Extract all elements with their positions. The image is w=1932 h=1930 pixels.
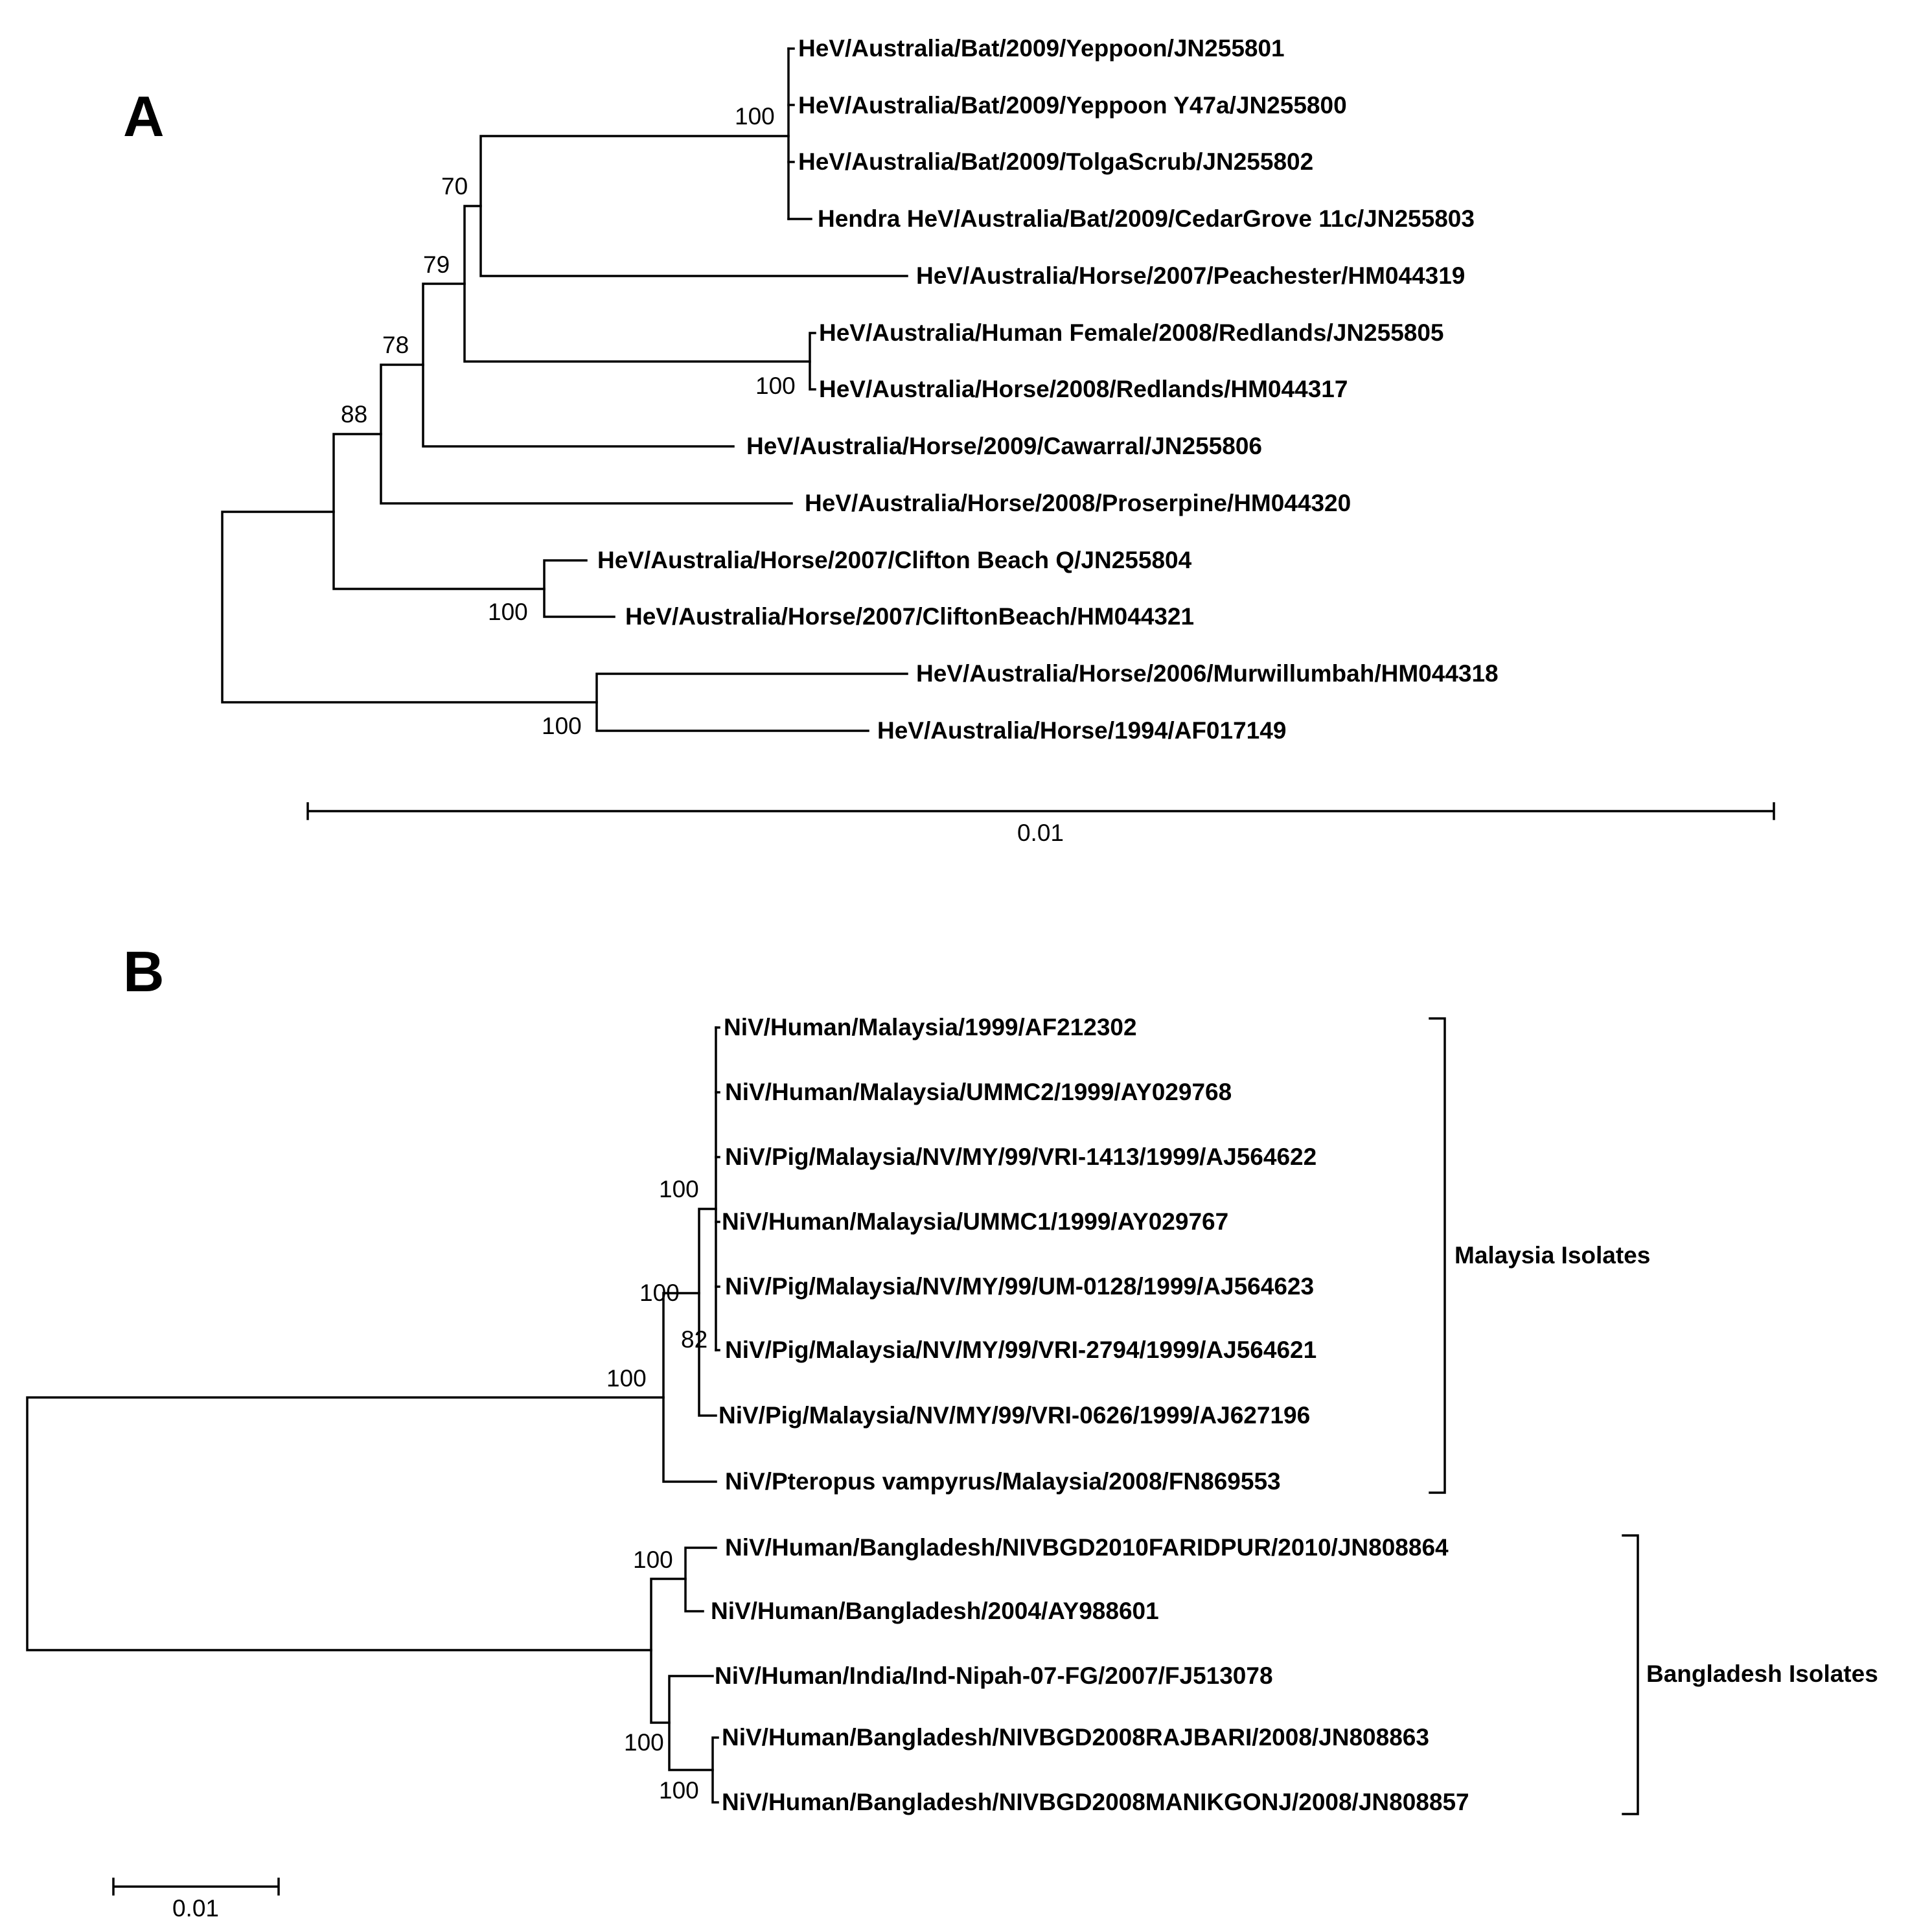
leaf-label: NiV/Human/Malaysia/UMMC2/1999/AY029768	[725, 1079, 1232, 1105]
leaf-label: NiV/Pig/Malaysia/NV/MY/99/VRI-0626/1999/…	[719, 1402, 1310, 1429]
group-label: Malaysia Isolates	[1455, 1242, 1650, 1269]
leaf-label: HeV/Australia/Horse/2006/Murwillumbah/HM…	[916, 660, 1499, 687]
bootstrap-value: 100	[735, 103, 775, 130]
branch	[715, 1026, 720, 1351]
panel-b-leaf-labels: NiV/Human/Malaysia/1999/AF212302 NiV/Hum…	[711, 1014, 1469, 1815]
group-label: Bangladesh Isolates	[1646, 1660, 1878, 1687]
leaf-label: NiV/Human/Bangladesh/NIVBGD2008RAJBARI/2…	[722, 1724, 1429, 1751]
leaf-label: NiV/Human/Bangladesh/NIVBGD2010FARIDPUR/…	[725, 1534, 1449, 1561]
panel-a-scale-bar: 0.01	[306, 802, 1775, 846]
panel-a-tree-branches	[221, 47, 908, 732]
leaf-label: HeV/Australia/Bat/2009/Yeppoon/JN255801	[798, 35, 1285, 62]
bootstrap-value: 100	[488, 599, 528, 625]
branch	[422, 282, 735, 448]
leaf-label: NiV/Pig/Malaysia/NV/MY/99/VRI-1413/1999/…	[725, 1143, 1317, 1170]
panel-a: A HeV/Australia/Bat/2009/Yeppoon/JN25580…	[123, 35, 1775, 846]
branch	[662, 1292, 717, 1483]
bootstrap-value: 100	[606, 1365, 647, 1392]
leaf-label: HeV/Australia/Horse/1994/AF017149	[877, 717, 1286, 744]
clade-bracket-malaysia: Malaysia Isolates	[1429, 1017, 1650, 1494]
bootstrap-value: 79	[423, 251, 450, 278]
bootstrap-value: 100	[624, 1729, 664, 1756]
panel-a-letter: A	[123, 84, 165, 148]
bootstrap-value: 100	[659, 1777, 699, 1804]
bootstrap-value: 82	[681, 1326, 707, 1353]
bootstrap-value: 100	[659, 1176, 699, 1202]
leaf-label: NiV/Human/Bangladesh/2004/AY988601	[711, 1598, 1159, 1624]
leaf-label: Hendra HeV/Australia/Bat/2009/CedarGrove…	[818, 205, 1475, 232]
branch	[668, 1675, 714, 1771]
panel-b-tree-branches	[26, 1026, 720, 1804]
leaf-label: NiV/Human/Bangladesh/NIVBGD2008MANIKGONJ…	[722, 1789, 1469, 1815]
leaf-label: NiV/Human/Malaysia/1999/AF212302	[724, 1014, 1137, 1040]
leaf-label: HeV/Australia/Horse/2007/Peachester/HM04…	[916, 262, 1465, 289]
bootstrap-value: 88	[341, 401, 367, 428]
panel-b-scale-bar: 0.01	[112, 1878, 280, 1922]
bootstrap-value: 100	[755, 373, 796, 399]
scale-bar-label: 0.01	[172, 1895, 219, 1922]
leaf-label: HeV/Australia/Horse/2009/Cawarral/JN2558…	[746, 433, 1262, 459]
leaf-label: HeV/Australia/Horse/2007/Clifton Beach Q…	[597, 547, 1192, 573]
leaf-label: HeV/Australia/Horse/2008/Redlands/HM0443…	[819, 376, 1348, 402]
branch	[332, 433, 546, 590]
leaf-label: NiV/Human/Malaysia/UMMC1/1999/AY029767	[722, 1208, 1228, 1235]
bootstrap-value: 78	[382, 332, 409, 358]
panel-a-bootstrap-values: 100 70 79 78 100 88 100 100	[341, 103, 796, 739]
branch	[26, 1396, 665, 1651]
leaf-label: HeV/Australia/Horse/2008/Proserpine/HM04…	[805, 490, 1351, 516]
branch	[787, 47, 812, 220]
branch	[595, 672, 908, 732]
bootstrap-value: 70	[441, 173, 468, 200]
panel-b-letter: B	[123, 939, 165, 1004]
leaf-label: NiV/Pteropus vampyrus/Malaysia/2008/FN86…	[725, 1468, 1281, 1495]
leaf-label: NiV/Pig/Malaysia/NV/MY/99/UM-0128/1999/A…	[725, 1273, 1314, 1300]
bootstrap-value: 100	[639, 1280, 680, 1306]
bracket-line	[1622, 1534, 1639, 1815]
branch	[380, 363, 793, 505]
panel-b-bootstrap-values: 100 82 100 100 100 100 100	[606, 1176, 707, 1804]
bracket-line	[1429, 1017, 1446, 1494]
leaf-label: HeV/Australia/Bat/2009/TolgaScrub/JN2558…	[798, 148, 1313, 175]
bootstrap-value: 100	[542, 713, 582, 739]
scale-bar-line	[306, 802, 1775, 820]
leaf-label: NiV/Human/India/Ind-Nipah-07-FG/2007/FJ5…	[715, 1662, 1273, 1689]
branch	[221, 511, 598, 704]
branch	[698, 1208, 717, 1417]
leaf-label: NiV/Pig/Malaysia/NV/MY/99/VRI-2794/1999/…	[725, 1337, 1317, 1363]
leaf-label: HeV/Australia/Bat/2009/Yeppoon Y47a/JN25…	[798, 92, 1347, 119]
panel-a-leaf-labels: HeV/Australia/Bat/2009/Yeppoon/JN255801 …	[597, 35, 1499, 744]
scale-bar-line	[112, 1878, 280, 1896]
leaf-label: HeV/Australia/Horse/2007/CliftonBeach/HM…	[625, 603, 1194, 630]
clade-bracket-bangladesh: Bangladesh Isolates	[1622, 1534, 1878, 1815]
scale-bar-label: 0.01	[1017, 820, 1064, 846]
bootstrap-value: 100	[633, 1546, 673, 1573]
leaf-label: HeV/Australia/Human Female/2008/Redlands…	[819, 319, 1444, 346]
branch	[463, 205, 811, 363]
panel-b: B NiV/Human/Malaysia/1999/AF212302 NiV/H…	[26, 939, 1878, 1922]
